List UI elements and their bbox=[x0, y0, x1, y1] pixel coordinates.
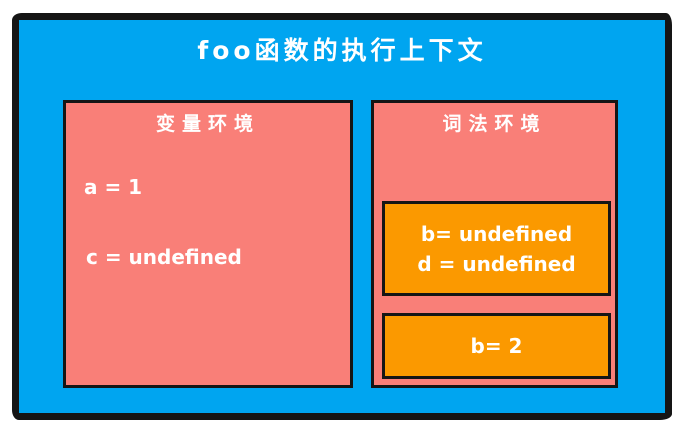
lexical-environment-title: 词法环境 bbox=[442, 113, 547, 135]
variable-environment-panel: 变量环境 a = 1 c = undefined bbox=[63, 100, 353, 388]
scope-block-top: b= undefined d = undefined bbox=[382, 201, 611, 296]
scope-entry-d-undefined: d = undefined bbox=[417, 251, 576, 276]
scope-entry-b-2: b= 2 bbox=[470, 334, 523, 358]
variable-entry-c: c = undefined bbox=[86, 245, 242, 269]
lexical-environment-panel: 词法环境 b= undefined d = undefined b= 2 bbox=[371, 100, 618, 388]
diagram-title: foo函数的执行上下文 bbox=[197, 36, 487, 65]
scope-entry-b-undefined: b= undefined bbox=[420, 221, 573, 246]
scope-block-bottom: b= 2 bbox=[382, 313, 611, 379]
execution-context-frame: foo函数的执行上下文 变量环境 a = 1 c = undefined 词法环… bbox=[12, 13, 672, 420]
variable-environment-title: 变量环境 bbox=[155, 113, 260, 135]
variable-entry-a: a = 1 bbox=[84, 175, 143, 199]
